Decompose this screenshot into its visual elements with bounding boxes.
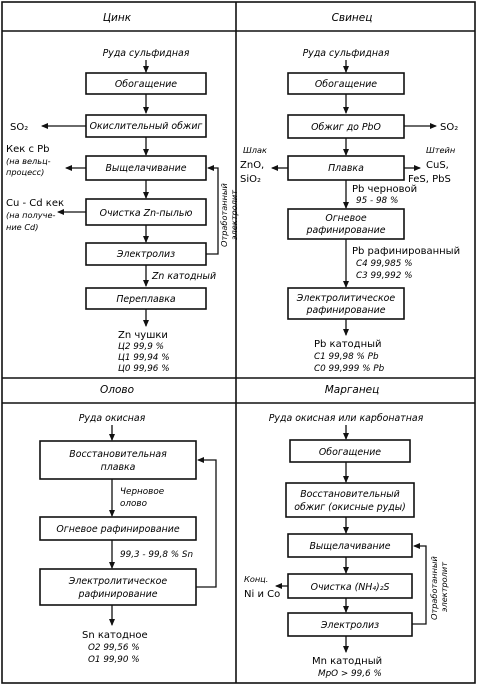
tin-ore: Руда окисная: [79, 413, 146, 424]
lead-refined-1: Pb рафинированный: [352, 246, 460, 257]
lead-fire-refining-1: Огневое: [325, 213, 366, 224]
tin-section: Руда окисная Восстановительная плавка Че…: [39, 413, 217, 665]
lead-title: Свинец: [332, 12, 373, 24]
manganese-title: Марганец: [325, 384, 380, 396]
svg-text:Огневое рафинирование: Огневое рафинирование: [56, 524, 179, 535]
zinc-cathode-label: Zn катодный: [151, 271, 216, 282]
lead-slag-1: Шлак: [243, 145, 267, 155]
lead-crude-1: Pb черновой: [352, 184, 417, 195]
tin-crude-2: олово: [120, 499, 147, 509]
zinc-cake-pb-2: (на вельц-: [6, 156, 51, 166]
mn-conc-2: Ni и Co: [244, 589, 280, 600]
lead-section: Руда сульфидная Обогащение Обжиг до PbO …: [240, 48, 460, 374]
mn-product-1: Mn катодный: [312, 656, 382, 667]
zinc-cake-pb-1: Кек с Pb: [6, 144, 50, 155]
mn-box-leaching: [287, 533, 413, 558]
lead-slag-3: SiO₂: [240, 174, 261, 185]
lead-product-3: С0 99,999 % Pb: [314, 364, 385, 374]
zinc-ore: Руда сульфидная: [103, 48, 190, 59]
zinc-product-2: Ц2 99,9 %: [118, 342, 164, 352]
svg-text:Обогащение: Обогащение: [315, 79, 377, 90]
zinc-cake-pb-3: процесс): [6, 167, 44, 177]
tin-product-1: Sn катодное: [82, 630, 148, 641]
mn-box-enrichment: [289, 439, 411, 463]
tin-title: Олово: [100, 384, 134, 396]
lead-product-2: С1 99,98 % Pb: [314, 352, 379, 362]
tin-box-reduction-smelting: [39, 440, 197, 480]
zinc-cake-cucd-1: Cu - Cd кек: [6, 198, 64, 209]
manganese-section: Руда окисная или карбонатная Обогащение …: [244, 413, 449, 679]
mn-roast-2: обжиг (окисные руды): [294, 502, 406, 513]
mn-spent-electrolyte-2: электролит: [439, 562, 449, 612]
lead-slag-2: ZnO,: [240, 160, 264, 171]
lead-fire-refining-2: рафинирование: [306, 225, 386, 236]
svg-text:Обжиг до PbO: Обжиг до PbO: [311, 122, 381, 133]
mn-roast-1: Восстановительный: [300, 489, 400, 500]
tin-box-electro-refining: [39, 568, 197, 606]
lead-ore: Руда сульфидная: [303, 48, 390, 59]
tin-product-3: О1 99,90 %: [88, 655, 140, 665]
zinc-product-4: Ц0 99,96 %: [118, 364, 170, 374]
tin-reduction-1: Восстановительная: [69, 449, 167, 460]
tin-product-2: О2 99,56 %: [88, 643, 140, 653]
svg-text:Переплавка: Переплавка: [116, 294, 176, 305]
svg-text:Выщелачивание: Выщелачивание: [105, 163, 186, 174]
zinc-title: Цинк: [103, 12, 132, 24]
mn-product-2: МрО > 99,6 %: [318, 669, 382, 679]
lead-refined-3: С3 99,992 %: [356, 271, 412, 281]
mn-conc-1: Конц.: [244, 574, 268, 584]
lead-refined-2: С4 99,985 %: [356, 259, 412, 269]
lead-crude-2: 95 - 98 %: [356, 196, 398, 206]
zinc-box-leaching: [85, 155, 207, 181]
lead-electro-refining-1: Электролитическое: [296, 293, 396, 304]
zinc-so2: SO₂: [10, 122, 28, 133]
zinc-section: Руда сульфидная Обогащение Окислительный…: [6, 48, 239, 374]
tin-refined-label: 99,3 - 99,8 % Sn: [120, 550, 193, 560]
lead-matte-2: CuS,: [426, 160, 449, 171]
svg-text:Электролиз: Электролиз: [116, 249, 175, 260]
lead-so2: SO₂: [440, 122, 458, 133]
lead-product-1: Pb катодный: [314, 339, 382, 350]
lead-matte-1: Штейн: [426, 145, 456, 155]
svg-text:Окислительный обжиг: Окислительный обжиг: [90, 121, 203, 132]
svg-text:Выщелачивание: Выщелачивание: [309, 541, 390, 552]
svg-text:Электролиз: Электролиз: [320, 620, 379, 631]
lead-box-fire-refining: [287, 208, 405, 240]
tin-crude-1: Черновое: [120, 487, 165, 497]
zinc-spent-electrolyte: Отработанный: [219, 183, 229, 247]
zinc-spent-electrolyte-2: электролит: [229, 190, 239, 240]
tin-electro-2: рафинирование: [78, 589, 158, 600]
zinc-cake-cucd-2: (на получе-: [6, 210, 55, 220]
svg-text:Плавка: Плавка: [328, 163, 364, 174]
zinc-cake-cucd-3: ние Cd): [6, 222, 38, 232]
mn-box-reduction-roast: [285, 482, 415, 518]
svg-text:Обогащение: Обогащение: [115, 79, 177, 90]
tin-box-fire-refining: [39, 516, 197, 541]
manganese-ore: Руда окисная или карбонатная: [269, 413, 424, 424]
tin-electro-1: Электролитическое: [68, 576, 168, 587]
mn-spent-electrolyte: Отработанный: [429, 556, 439, 620]
zinc-product-1: Zn чушки: [118, 330, 168, 341]
mn-box-purification: [287, 573, 413, 599]
svg-text:Обогащение: Обогащение: [319, 447, 381, 458]
zinc-product-3: Ц1 99,94 %: [118, 353, 170, 363]
svg-text:Очистка (NH₄)₂S: Очистка (NH₄)₂S: [311, 582, 390, 593]
svg-text:Очистка Zn-пылью: Очистка Zn-пылью: [100, 208, 193, 219]
lead-electro-refining-2: рафинирование: [306, 305, 386, 316]
lead-matte-3: FeS, PbS: [408, 174, 451, 185]
tin-reduction-2: плавка: [101, 462, 136, 473]
